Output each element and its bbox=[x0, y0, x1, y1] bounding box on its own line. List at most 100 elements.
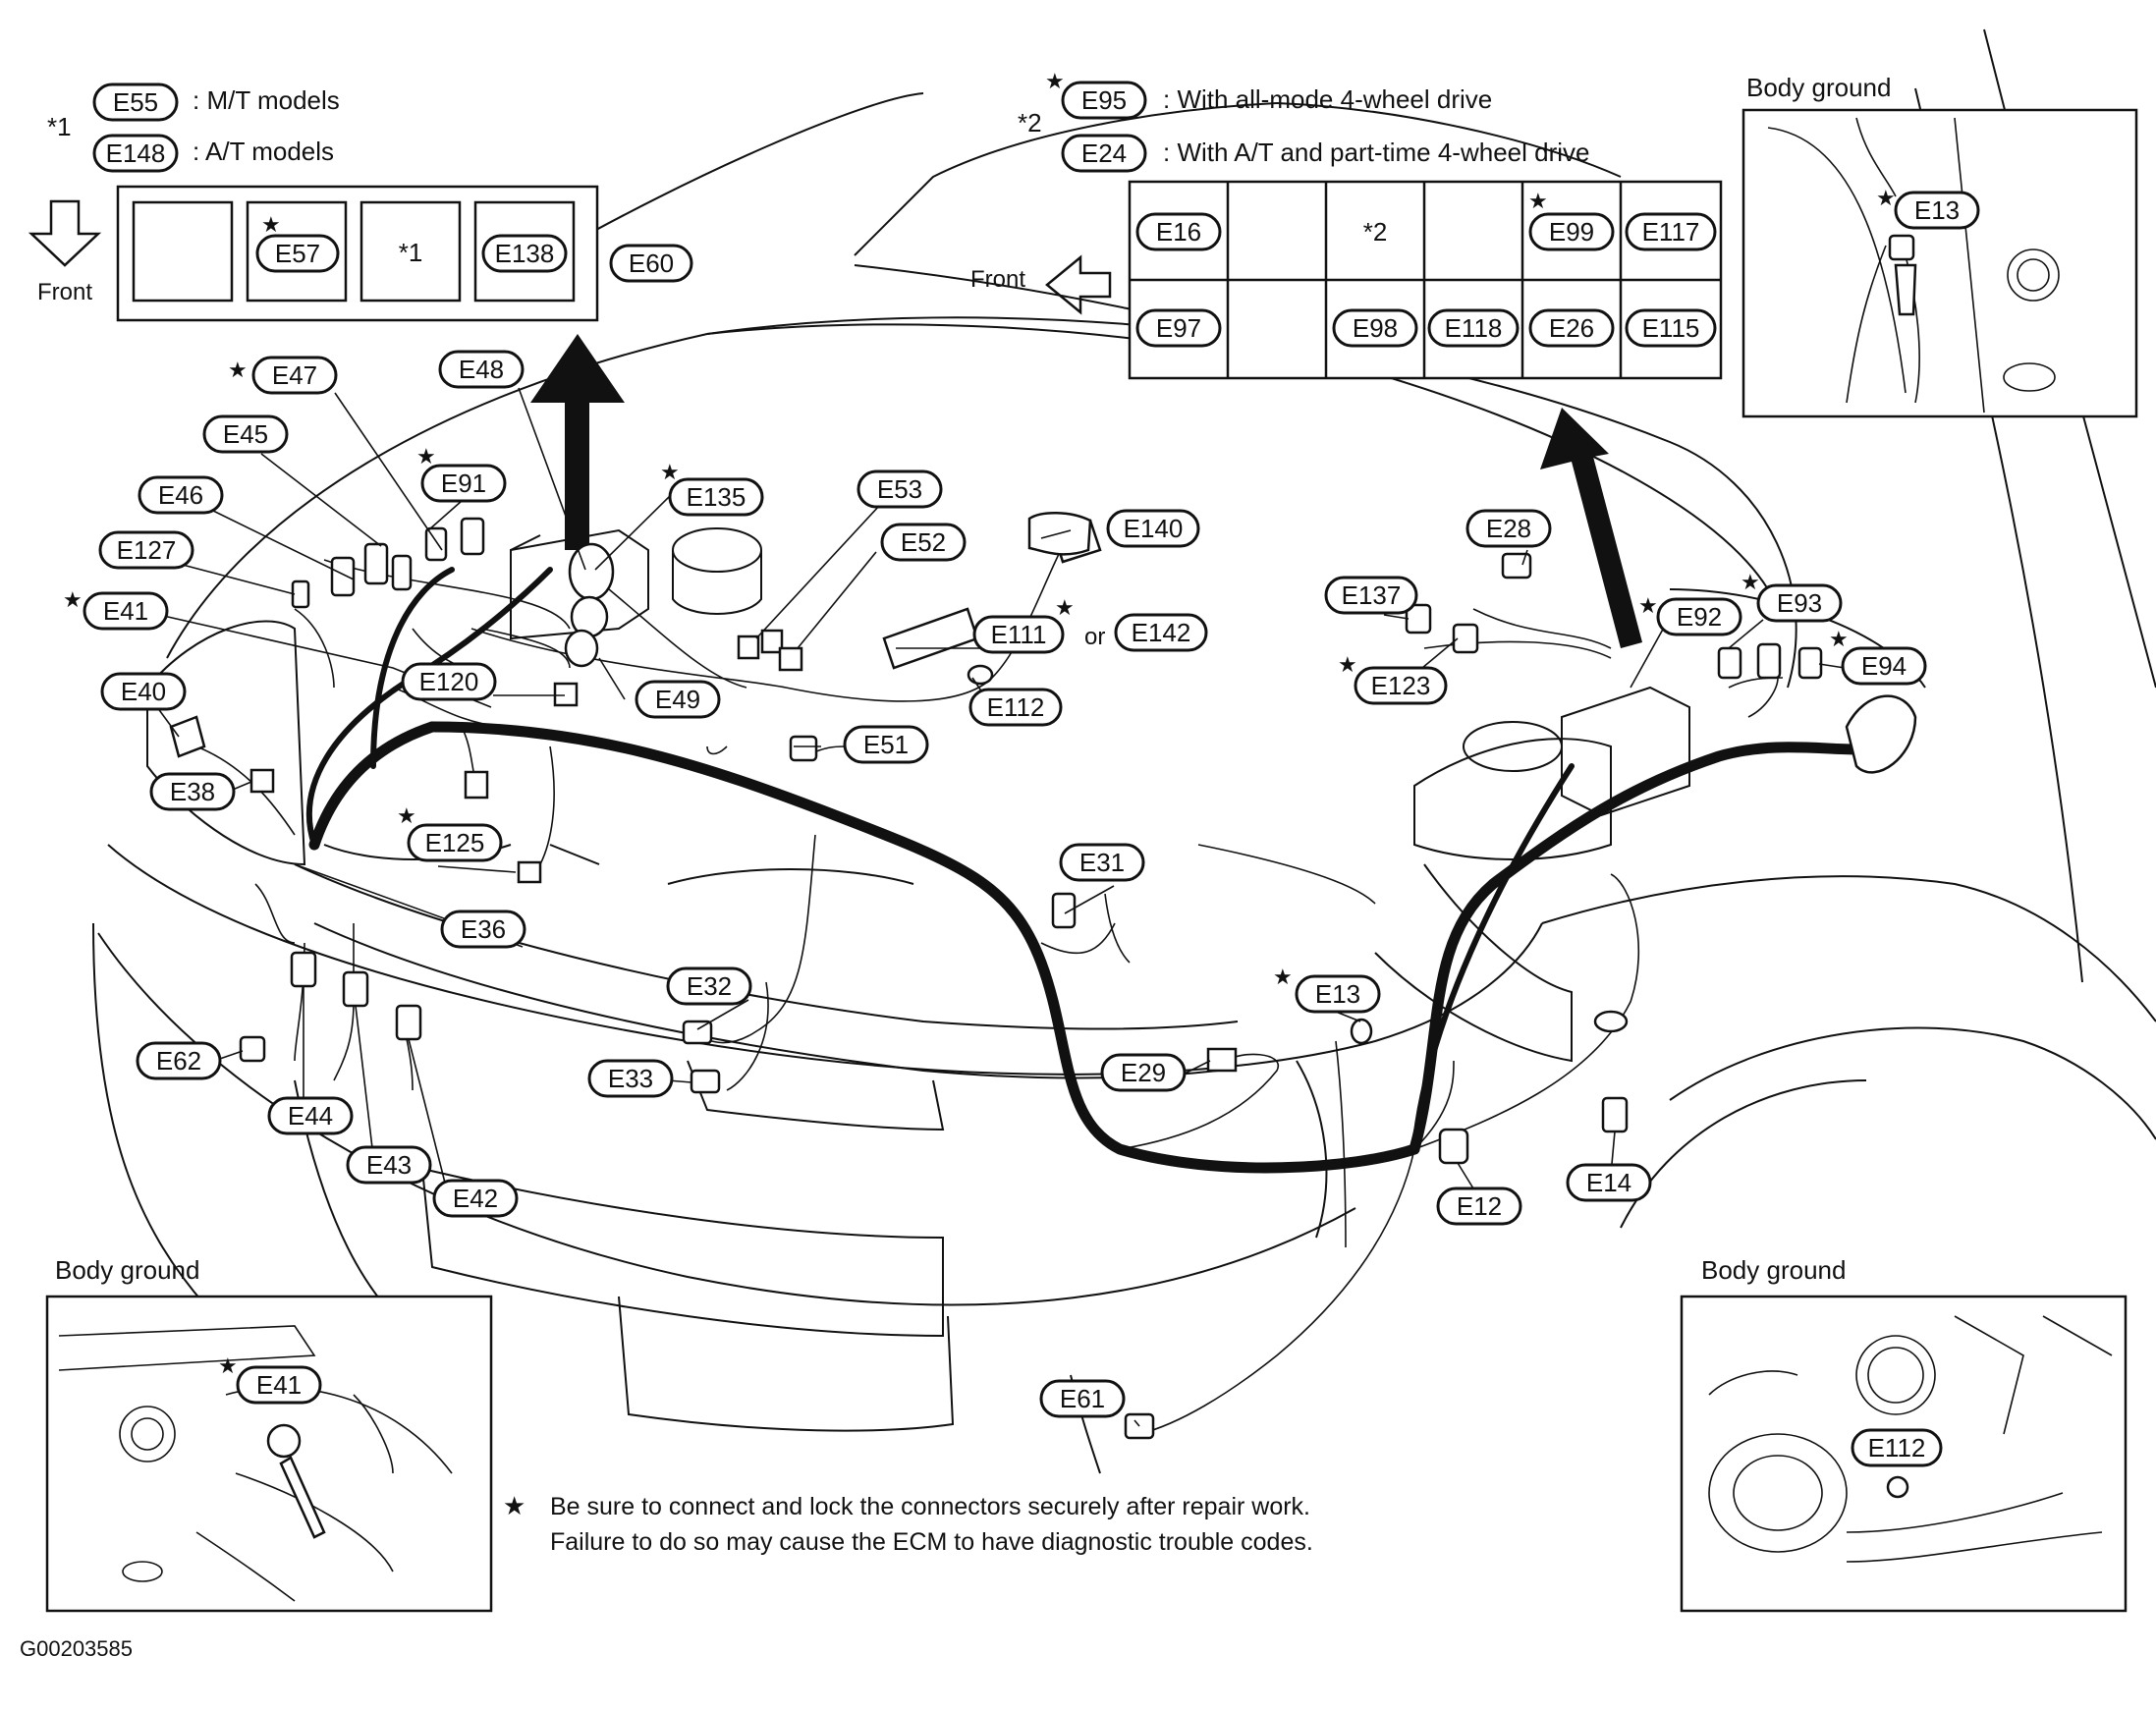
callout-E51: E51 bbox=[843, 725, 929, 764]
callout-label: E14 bbox=[1586, 1168, 1631, 1197]
legend-left-front-label: Front bbox=[37, 279, 92, 305]
connector-shapes bbox=[169, 511, 1917, 1440]
callout-label: E112 bbox=[987, 692, 1045, 722]
callout-label: E32 bbox=[687, 971, 732, 1001]
callout-E92: ★ E92 bbox=[1638, 593, 1742, 636]
legend-left-row-1: E55 : M/T models bbox=[92, 83, 340, 122]
callout-label: E140 bbox=[1124, 514, 1184, 543]
star-icon: ★ bbox=[228, 358, 248, 382]
callout-label: E31 bbox=[1079, 848, 1125, 877]
legend-left-desc-1: : M/T models bbox=[193, 85, 340, 115]
front-arrow-down-icon bbox=[28, 199, 102, 267]
star-icon: ★ bbox=[1829, 627, 1849, 651]
callout-label: E28 bbox=[1486, 514, 1531, 543]
callout-E140: E140 bbox=[1106, 509, 1200, 548]
pointer-arrows bbox=[530, 334, 1642, 648]
legend-left: *1 E55 : M/T models E148 : A/T models Fr… bbox=[28, 83, 693, 322]
callout-E123: ★ E123 bbox=[1338, 652, 1448, 705]
legend-right: ★ *2 E95 : With all-mode 4-wheel drive E… bbox=[970, 69, 1723, 380]
callout-label: E42 bbox=[453, 1184, 498, 1213]
callout-label: E91 bbox=[441, 469, 486, 498]
grid-bottom-1: E97 bbox=[1156, 313, 1201, 343]
callout-E62: E62 bbox=[136, 1041, 222, 1080]
callout-E40: E40 bbox=[100, 672, 187, 711]
callout-label: E61 bbox=[1060, 1384, 1105, 1413]
callout-E46: E46 bbox=[138, 475, 224, 515]
callout-E28: E28 bbox=[1465, 509, 1552, 548]
grid-top-1: E16 bbox=[1156, 217, 1201, 247]
callout-label: E123 bbox=[1371, 671, 1431, 700]
callout-E120: E120 bbox=[401, 662, 497, 701]
callout-label: E94 bbox=[1861, 651, 1907, 681]
callout-E12: E12 bbox=[1436, 1187, 1522, 1226]
grid-bottom-4: E118 bbox=[1445, 313, 1503, 343]
callout-label: E40 bbox=[121, 677, 166, 706]
legend-left-box-code-2: E57 bbox=[275, 239, 320, 268]
inset-bottom-left-title: Body ground bbox=[55, 1255, 199, 1285]
callout-E43: E43 bbox=[346, 1145, 432, 1185]
legend-left-code-1: E55 bbox=[113, 87, 158, 117]
note: ★ Be sure to connect and lock the connec… bbox=[503, 1491, 1313, 1556]
callout-label: E49 bbox=[655, 685, 700, 714]
legend-left-box-code-3: *1 bbox=[399, 238, 423, 267]
star-icon: ★ bbox=[63, 587, 83, 612]
callout-label: E52 bbox=[901, 527, 946, 557]
note-line-1: Be sure to connect and lock the connecto… bbox=[550, 1493, 1310, 1520]
callout-E36: E36 bbox=[440, 910, 526, 949]
star-icon: ★ bbox=[416, 444, 436, 469]
callout-label: E36 bbox=[461, 914, 506, 944]
callout-label: E13 bbox=[1315, 979, 1360, 1009]
star-icon: ★ bbox=[1638, 593, 1658, 618]
callout-E94: ★ E94 bbox=[1829, 627, 1927, 686]
callout-label: E46 bbox=[158, 480, 203, 510]
inset-bottom-left: Body ground ★ E41 bbox=[45, 1255, 493, 1613]
callout-E61: E61 bbox=[1039, 1379, 1126, 1418]
callout-label: E47 bbox=[272, 360, 317, 390]
callout-label: E29 bbox=[1121, 1058, 1166, 1087]
callout-E45: E45 bbox=[202, 414, 289, 454]
callout-label: E41 bbox=[103, 596, 148, 626]
callout-E111: ★ E111 bbox=[972, 595, 1075, 654]
legend-left-side-code: E60 bbox=[629, 248, 674, 278]
callout-label: E51 bbox=[863, 730, 909, 759]
callout-label: E44 bbox=[288, 1101, 333, 1131]
callout-label: E33 bbox=[608, 1064, 653, 1093]
legend-right-code-1: E95 bbox=[1081, 85, 1127, 115]
legend-left-box-code-4: E138 bbox=[495, 239, 555, 268]
star-icon: ★ bbox=[503, 1491, 525, 1520]
or-text: or bbox=[1084, 624, 1105, 650]
callout-E112: E112 bbox=[968, 688, 1063, 727]
legend-right-desc-2: : With A/T and part-time 4-wheel drive bbox=[1163, 138, 1589, 167]
callout-labels: ★ E47 E48 E45 ★ E91 E46 ★ E135 E53 bbox=[63, 350, 1927, 1418]
star-icon: ★ bbox=[218, 1353, 238, 1378]
callout-label: E142 bbox=[1132, 618, 1191, 647]
inset-bottom-right-code: E112 bbox=[1868, 1433, 1926, 1463]
callout-label: E127 bbox=[117, 535, 177, 565]
star-icon: ★ bbox=[1273, 965, 1293, 989]
star-icon: ★ bbox=[1528, 189, 1548, 213]
inset-top-right: Body ground ★ E13 bbox=[1741, 73, 2138, 418]
star-icon: ★ bbox=[397, 803, 416, 828]
note-line-2: Failure to do so may cause the ECM to ha… bbox=[550, 1528, 1313, 1556]
callout-E53: E53 bbox=[857, 469, 943, 509]
callout-label: E53 bbox=[877, 474, 922, 504]
callout-label: E43 bbox=[366, 1150, 412, 1180]
callout-E47: ★ E47 bbox=[228, 356, 338, 395]
star-icon: ★ bbox=[1338, 652, 1357, 677]
star-icon: ★ bbox=[660, 460, 680, 484]
star-icon: ★ bbox=[1045, 69, 1065, 93]
callout-label: E48 bbox=[459, 355, 504, 384]
legend-right-prefix: *2 bbox=[1018, 108, 1042, 138]
inset-bottom-right: Body ground E112 bbox=[1680, 1255, 2128, 1613]
star-icon: ★ bbox=[1741, 570, 1760, 594]
leader-lines bbox=[156, 387, 1846, 1427]
callout-E38: E38 bbox=[149, 772, 236, 811]
connector-pill bbox=[92, 83, 179, 122]
callout-E52: E52 bbox=[880, 523, 967, 562]
callout-E127: E127 bbox=[98, 530, 194, 570]
callout-E49: E49 bbox=[635, 680, 721, 719]
main-harness bbox=[305, 567, 1892, 1174]
inset-bottom-left-code: E41 bbox=[256, 1370, 302, 1400]
callout-label: E111 bbox=[991, 620, 1047, 649]
